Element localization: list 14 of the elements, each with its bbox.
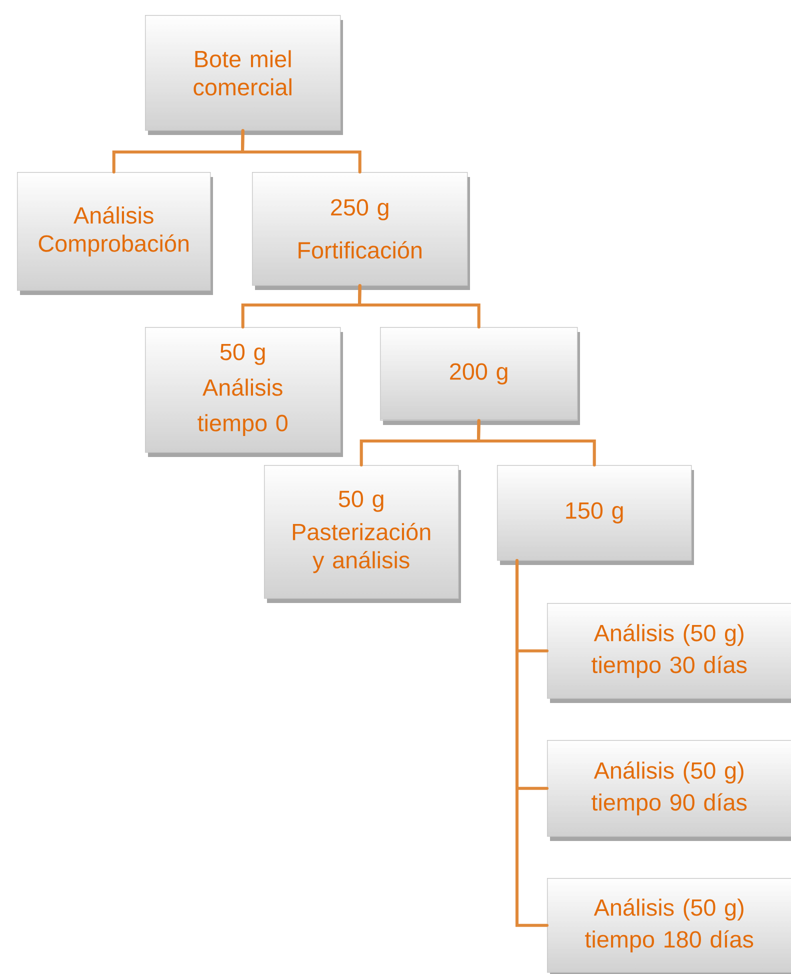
process-box: Análisis (50 g) tiempo 180 días — [547, 878, 791, 974]
process-box: Bote miel comercial — [145, 15, 343, 135]
process-box: 50 g Pasterización y análisis — [264, 465, 461, 603]
process-box: Análisis (50 g) tiempo 30 días — [547, 603, 791, 703]
connector-line — [240, 129, 362, 174]
connector-line — [358, 284, 480, 329]
process-box: 150 g — [497, 465, 694, 565]
connector-line — [515, 559, 549, 927]
process-box: Análisis (50 g) tiempo 90 días — [547, 740, 791, 841]
connector-line — [476, 419, 596, 467]
process-box: 200 g — [380, 327, 580, 425]
process-box: 50 g Análisis tiempo 0 — [145, 327, 343, 457]
process-box: 250 g Fortificación — [252, 172, 470, 290]
process-box: Análisis Comprobación — [17, 172, 213, 295]
